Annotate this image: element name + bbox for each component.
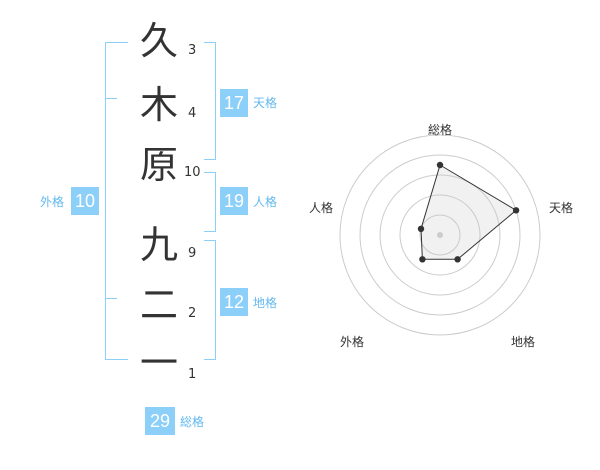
chikaku-value-badge: 12 xyxy=(220,288,248,316)
stroke-count-6: 1 xyxy=(188,367,197,382)
jinkaku-label: 人格 xyxy=(253,195,278,209)
tenkaku-value-badge: 17 xyxy=(220,89,248,117)
jinkaku-value-badge: 19 xyxy=(220,187,248,215)
stroke-count-5: 2 xyxy=(188,306,197,321)
stroke-count-1: 3 xyxy=(188,43,197,58)
radar-center-marker xyxy=(437,232,443,238)
radar-ring-4 xyxy=(359,154,521,316)
name-char-4: 九 xyxy=(140,223,179,267)
name-char-3: 原 xyxy=(140,143,179,187)
stroke-count-2: 4 xyxy=(188,106,197,121)
radar-axis-label-gaikaku: 外格 xyxy=(340,335,365,349)
radar-point-2 xyxy=(512,207,520,214)
radar-value-polygon xyxy=(420,164,517,260)
soukaku-label: 総格 xyxy=(180,415,205,429)
stroke-count-4: 9 xyxy=(188,246,197,261)
radar-point-4 xyxy=(419,256,426,263)
radar-ring-2 xyxy=(399,194,481,276)
tenkaku-bracket xyxy=(204,42,216,160)
radar-point-3 xyxy=(454,256,461,263)
gaikaku-tick-2 xyxy=(105,298,117,299)
name-char-5: 二 xyxy=(140,283,179,327)
gaikaku-bracket xyxy=(105,42,128,360)
name-char-6: 一 xyxy=(140,341,179,385)
radar-axis-label-jinkaku: 人格 xyxy=(309,201,334,215)
name-char-1: 久 xyxy=(140,19,179,63)
radar-axis-label-chikaku: 地格 xyxy=(511,335,536,349)
tenkaku-label: 天格 xyxy=(253,96,278,110)
soukaku-value-badge: 29 xyxy=(145,407,175,435)
radar-axis-label-soukaku: 総格 xyxy=(428,123,453,137)
jinkaku-bracket xyxy=(204,172,216,232)
radar-ring-3 xyxy=(379,174,501,296)
radar-axis-label-tenkaku: 天格 xyxy=(549,201,574,215)
chikaku-bracket xyxy=(204,240,216,360)
stroke-count-3: 10 xyxy=(184,165,201,180)
radar-point-5 xyxy=(417,225,425,232)
gaikaku-label: 外格 xyxy=(40,195,65,209)
radar-ring-5 xyxy=(339,134,541,336)
radar-ring-1 xyxy=(419,214,461,256)
name-char-2: 木 xyxy=(140,83,179,127)
radar-point-1 xyxy=(436,161,444,169)
chikaku-label: 地格 xyxy=(253,296,278,310)
gaikaku-value-badge: 10 xyxy=(71,187,99,215)
gaikaku-tick-1 xyxy=(105,98,117,99)
